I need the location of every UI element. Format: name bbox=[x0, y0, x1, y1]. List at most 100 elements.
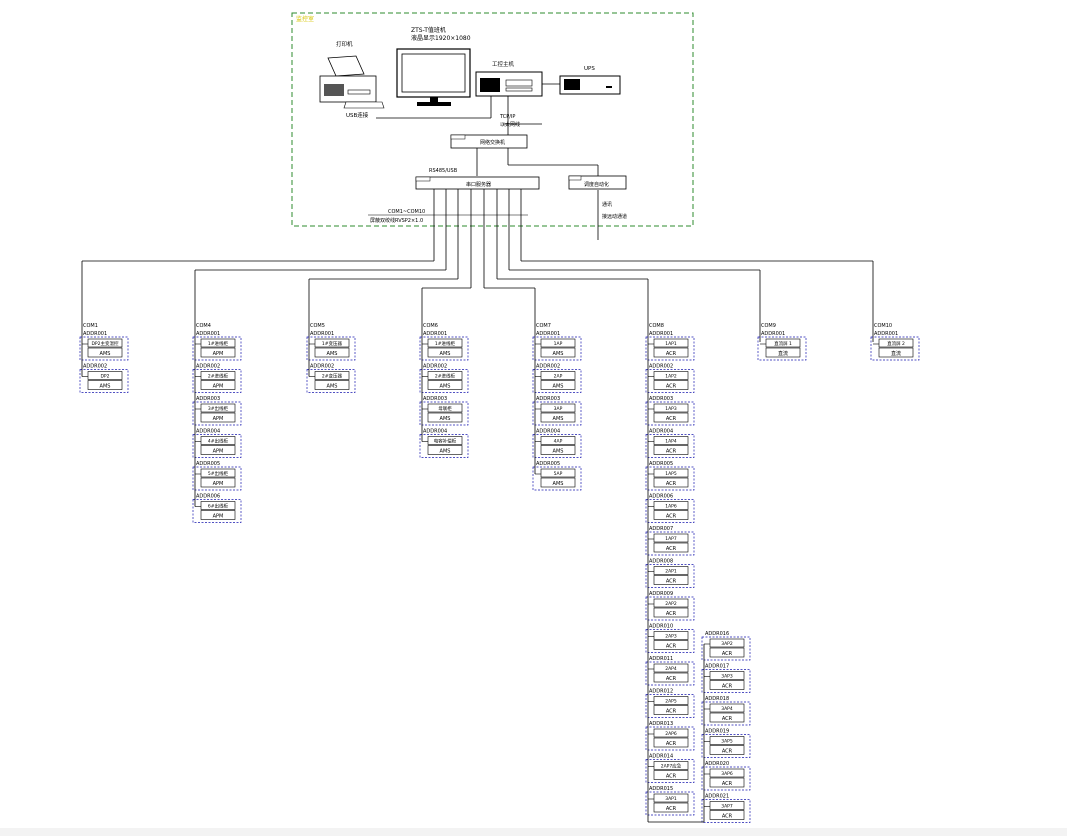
device-type: ACR bbox=[666, 644, 677, 650]
device-type-box bbox=[653, 477, 689, 488]
device-address: ADDR002 bbox=[310, 364, 334, 370]
device-frame bbox=[645, 759, 695, 783]
device-address: ADDR018 bbox=[705, 696, 729, 702]
device-name-box bbox=[709, 801, 745, 810]
device-address: ADDR004 bbox=[423, 429, 447, 435]
device-type: APM bbox=[213, 416, 224, 422]
device-type: AMS bbox=[440, 449, 451, 455]
device-frame bbox=[192, 499, 242, 523]
device-name: 1#变压器 bbox=[322, 340, 343, 347]
device-type-box bbox=[200, 510, 236, 520]
workstation-label: ZTS-T值班机 bbox=[411, 26, 446, 34]
device-type-box bbox=[653, 607, 689, 618]
device-type: AMS bbox=[553, 416, 564, 422]
device-type-box bbox=[709, 647, 745, 658]
device-name-box bbox=[653, 371, 689, 380]
device-frame bbox=[532, 401, 582, 426]
device-frame bbox=[419, 401, 469, 426]
device-name-box bbox=[653, 598, 689, 608]
device-name: 1AP7 bbox=[665, 536, 677, 542]
device-type-box bbox=[653, 705, 689, 715]
device-type-box bbox=[427, 412, 463, 423]
device-name: 1AP4 bbox=[665, 439, 677, 445]
device-name-box bbox=[200, 371, 236, 380]
device-type: APM bbox=[213, 384, 224, 390]
device-name-box bbox=[653, 436, 689, 445]
device-name: 1AP3 bbox=[665, 406, 677, 412]
remote-cable-label-2: 接远动通道 bbox=[602, 213, 627, 220]
device-name: 1AP5 bbox=[665, 471, 677, 477]
device-address: ADDR004 bbox=[649, 429, 673, 435]
device-type-box bbox=[878, 347, 914, 358]
device-name: 2AP2 bbox=[665, 601, 677, 607]
device-type-box bbox=[653, 510, 689, 520]
remote-cable-label-1: 通讯 bbox=[602, 201, 612, 208]
device-frame bbox=[192, 401, 242, 426]
device-name: 2AP4 bbox=[665, 666, 677, 672]
device-frame bbox=[645, 531, 695, 556]
device-address: ADDR003 bbox=[423, 396, 447, 402]
device-address: ADDR016 bbox=[705, 631, 729, 637]
device-frame bbox=[192, 466, 242, 491]
device-frame bbox=[532, 336, 582, 361]
device-type-box bbox=[653, 347, 689, 358]
device-address: ADDR009 bbox=[649, 591, 673, 597]
device-address: ADDR005 bbox=[649, 461, 673, 467]
device-name: 1AP2 bbox=[665, 374, 677, 380]
dispatch-tab bbox=[568, 175, 582, 181]
monitor-icon bbox=[396, 48, 471, 106]
bus-label-1: COM1~COM10 bbox=[388, 209, 425, 215]
device-type-box bbox=[540, 445, 576, 455]
device-name: 3AP3 bbox=[721, 674, 733, 680]
device-frame bbox=[192, 434, 242, 458]
device-address: ADDR006 bbox=[196, 494, 220, 500]
device-type: ACR bbox=[666, 351, 677, 357]
com-label: COM4 bbox=[196, 323, 211, 329]
device-frame bbox=[645, 726, 695, 751]
device-frame bbox=[645, 369, 695, 393]
device-frame bbox=[192, 336, 242, 361]
device-type-box bbox=[765, 347, 801, 358]
ups-label: UPS bbox=[584, 66, 595, 72]
device-type-box bbox=[709, 745, 745, 755]
device-name-box bbox=[540, 436, 576, 445]
device-type: AMS bbox=[553, 384, 564, 390]
device-frame bbox=[701, 734, 751, 758]
device-type: AMS bbox=[553, 449, 564, 455]
device-type: ACR bbox=[722, 716, 733, 722]
device-address: ADDR006 bbox=[649, 494, 673, 500]
device-frame bbox=[79, 369, 129, 393]
device-name-box bbox=[427, 338, 463, 348]
device-name: 4AP bbox=[554, 439, 563, 445]
device-frame bbox=[701, 766, 751, 791]
device-type-box bbox=[653, 737, 689, 748]
device-name: 直流屏 2 bbox=[887, 340, 905, 347]
device-type: APM bbox=[213, 514, 224, 520]
device-type-box bbox=[653, 575, 689, 585]
monitoring-room-label: 监控室 bbox=[296, 15, 314, 23]
device-name-box bbox=[709, 703, 745, 713]
device-name: DP2主变温控 bbox=[91, 340, 119, 347]
device-frame bbox=[645, 661, 695, 686]
network-switch-tab bbox=[450, 134, 466, 140]
device-frame bbox=[645, 694, 695, 718]
device-type: ACR bbox=[666, 579, 677, 585]
device-name: 2#进线柜 bbox=[208, 373, 229, 380]
device-type: ACR bbox=[666, 676, 677, 682]
device-type: ACR bbox=[722, 814, 733, 820]
device-address: ADDR012 bbox=[649, 689, 673, 695]
device-address: ADDR002 bbox=[536, 364, 560, 370]
device-name: 2AP3 bbox=[665, 634, 677, 640]
device-name-box bbox=[653, 761, 689, 770]
device-name: 3#出线柜 bbox=[208, 405, 229, 412]
device-type: 直流 bbox=[891, 350, 901, 357]
device-name: 2#变压器 bbox=[322, 373, 343, 380]
device-type-box bbox=[709, 712, 745, 723]
device-type: 直流 bbox=[778, 350, 788, 357]
device-name: 3AP4 bbox=[721, 706, 733, 712]
device-name-box bbox=[653, 403, 689, 413]
device-type-box bbox=[709, 810, 745, 820]
device-name: 1#进线柜 bbox=[435, 340, 456, 347]
device-address: ADDR008 bbox=[649, 559, 673, 565]
device-address: ADDR015 bbox=[649, 786, 673, 792]
